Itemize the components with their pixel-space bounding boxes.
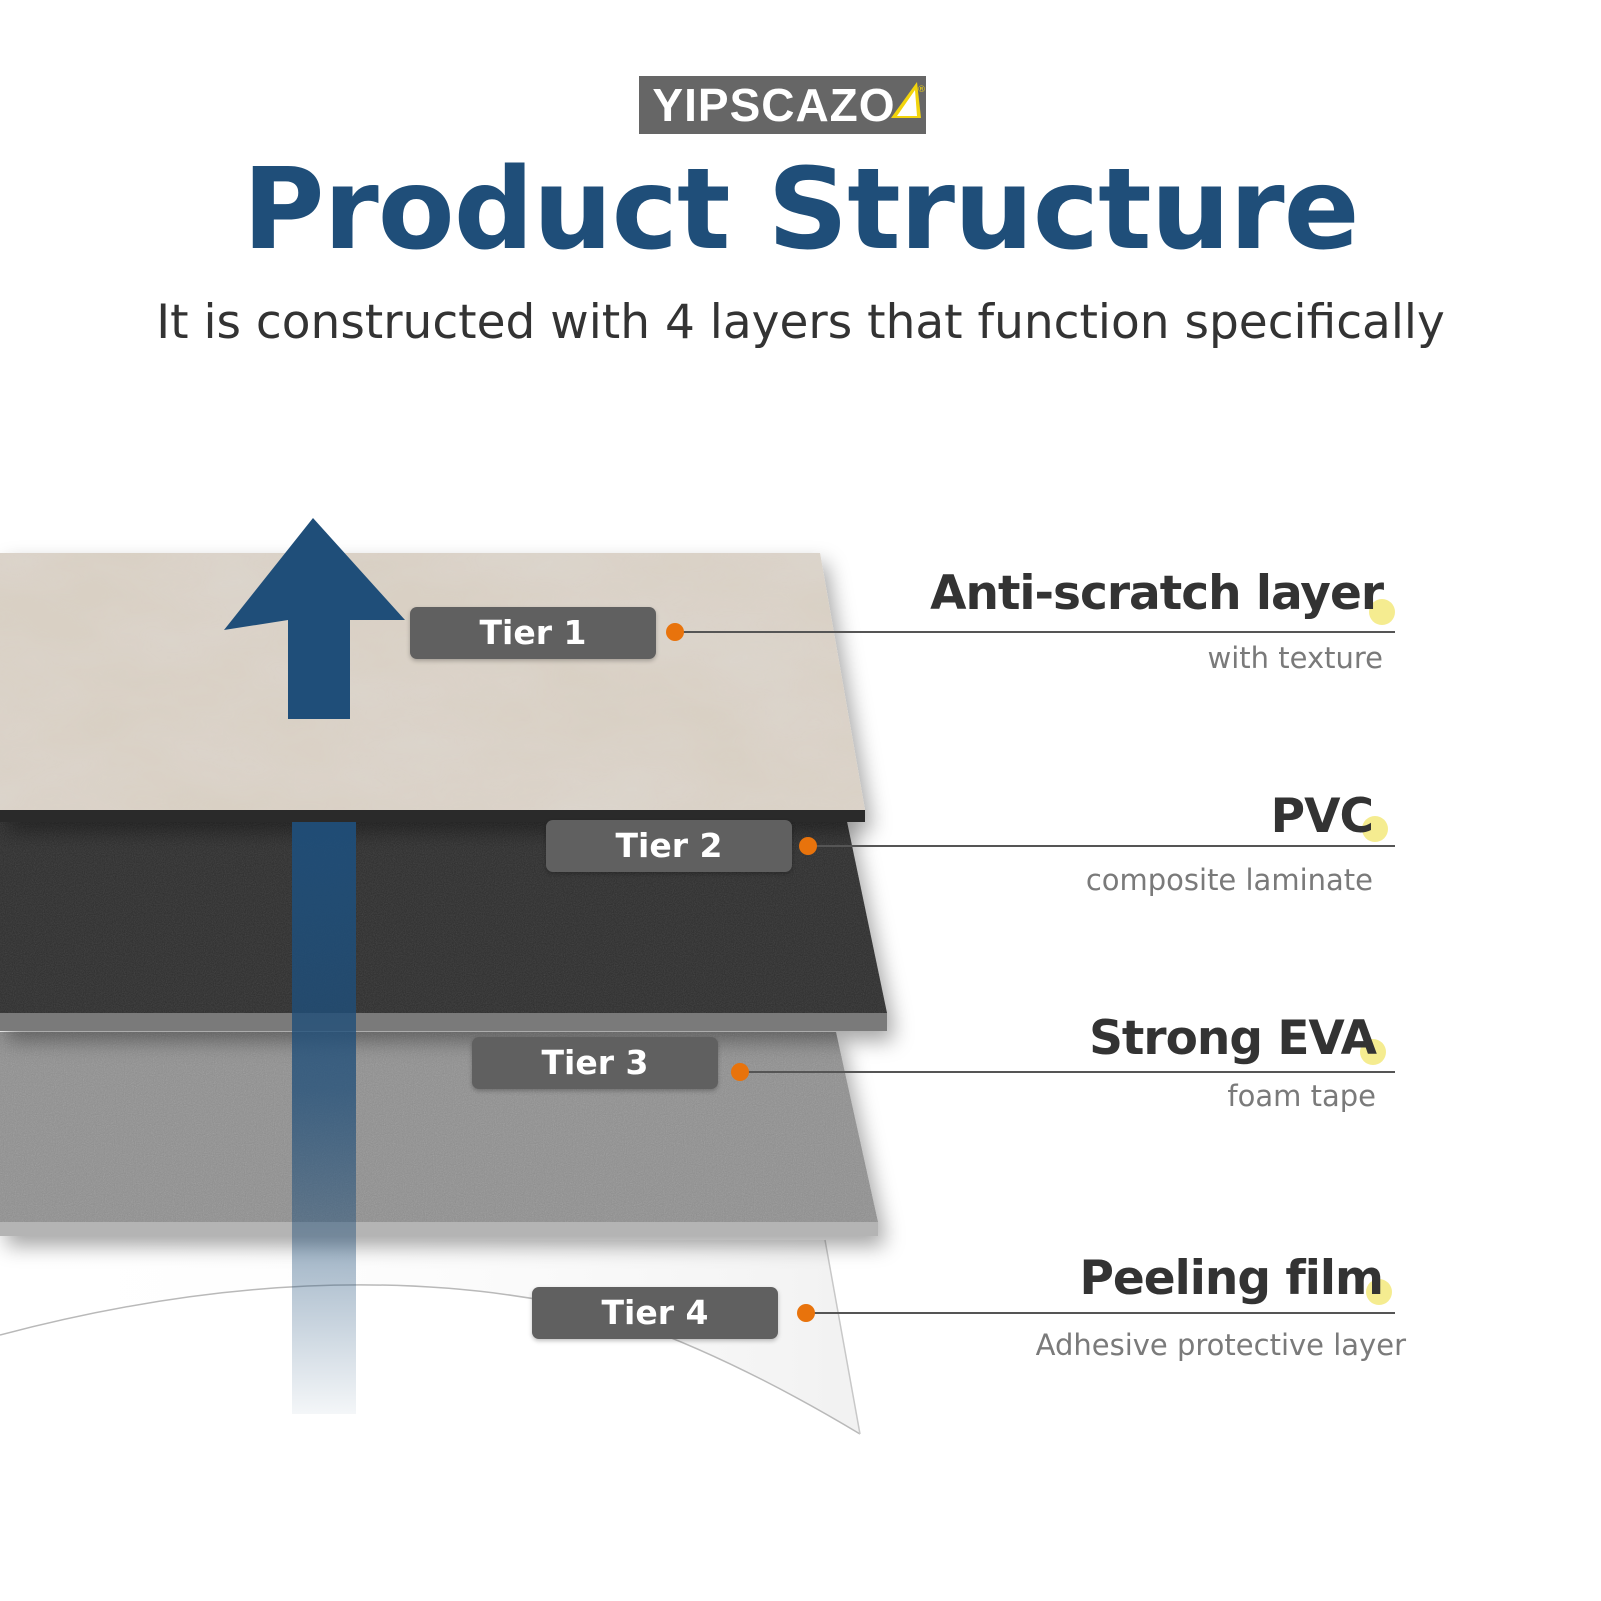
highlight-circles <box>1360 599 1395 1305</box>
brand-logo: YIPSCAZO ® <box>639 76 926 134</box>
layer-1-description: with texture <box>1207 641 1384 675</box>
layer-3-description: foam tape <box>1227 1079 1376 1113</box>
orange-dot-icon <box>666 623 684 641</box>
orange-dot-icon <box>731 1063 749 1081</box>
marble-layer <box>0 553 865 822</box>
arrow-beam <box>292 822 356 1414</box>
page-subtitle: It is constructed with 4 layers that fun… <box>156 295 1445 350</box>
tier-4-pill: Tier 4 <box>532 1287 778 1339</box>
yellow-highlight-circle <box>1366 1279 1392 1305</box>
layer-2-name: PVC <box>1270 789 1374 844</box>
yellow-highlight-circle <box>1369 599 1395 625</box>
layer-1-name: Anti-scratch layer <box>930 566 1384 621</box>
foam-layer <box>0 1032 878 1236</box>
layer-3-name: Strong EVA <box>1089 1011 1377 1066</box>
up-arrow-icon <box>224 518 405 719</box>
layer-2-description: composite laminate <box>1085 863 1373 897</box>
registered-mark: ® <box>917 85 926 95</box>
tier-3-pill: Tier 3 <box>472 1037 718 1089</box>
orange-dot-icon <box>797 1304 815 1322</box>
logo-background <box>639 76 926 134</box>
logo-triangle-icon: ® <box>891 82 926 118</box>
orange-dots <box>666 623 817 1322</box>
tier-2-pill: Tier 2 <box>546 820 792 872</box>
yellow-highlight-circle <box>1362 816 1388 842</box>
logo-text: YIPSCAZO <box>652 79 896 131</box>
tier-1-pill: Tier 1 <box>410 607 656 659</box>
yellow-highlight-circle <box>1360 1039 1386 1065</box>
orange-dot-icon <box>799 837 817 855</box>
page-title: Product Structure <box>242 145 1359 275</box>
leader-lines <box>675 631 1395 1314</box>
layer-4-name: Peeling film <box>1079 1251 1384 1306</box>
layer-4-description: Adhesive protective layer <box>1035 1328 1406 1362</box>
